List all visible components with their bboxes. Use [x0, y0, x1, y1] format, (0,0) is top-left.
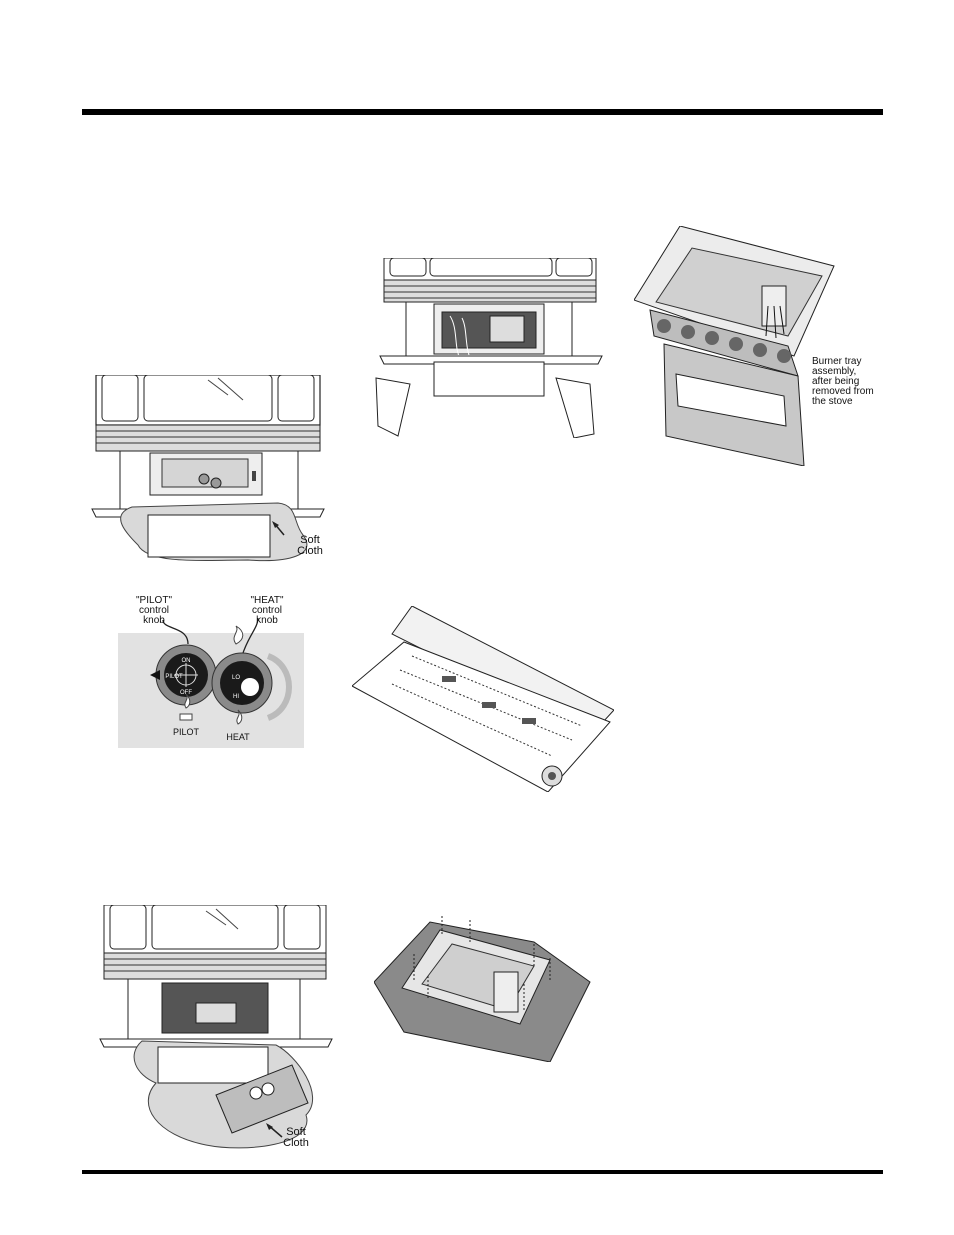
pilot-knob-on-text: ON — [176, 656, 196, 667]
pilot-knob-pilot-text: PILOT — [164, 672, 184, 683]
burner-tray-screws-figure — [374, 912, 594, 1062]
heat-callout-line3: knob — [238, 616, 296, 626]
soft-cloth-label-line2: Cloth — [290, 546, 330, 557]
stove-access-open-illustration — [368, 258, 613, 438]
heat-knob-hi-text: HI — [228, 692, 244, 703]
header-rule — [82, 109, 883, 115]
soft-cloth-label-2-line2: Cloth — [276, 1138, 316, 1149]
burner-tray-assembly-figure: Burner tray assembly, after being remove… — [634, 226, 884, 466]
burner-tray-caption: Burner tray assembly, after being remove… — [812, 357, 884, 407]
soft-cloth-label-1: Soft Cloth — [290, 535, 330, 557]
heat-callout: "HEAT" control knob — [238, 596, 296, 626]
stove-panel-removed-figure: Soft Cloth — [96, 905, 341, 1160]
burner-tray-assembly-illustration — [634, 226, 884, 466]
stove-access-open-figure — [368, 258, 613, 438]
burner-assembly-illustration — [352, 606, 614, 792]
pilot-knob-off-text: OFF — [176, 688, 196, 699]
control-knobs-figure: "PILOT" control knob "HEAT" control knob… — [118, 596, 304, 748]
soft-cloth-label-2: Soft Cloth — [276, 1127, 316, 1149]
footer-rule — [82, 1170, 883, 1174]
heat-knob-lo-text: LO — [228, 673, 244, 684]
pilot-setting-label: PILOT — [166, 727, 206, 738]
stove-panel-removed-illustration — [96, 905, 341, 1160]
pilot-callout: "PILOT" control knob — [124, 596, 184, 626]
heat-setting-label: HEAT — [218, 732, 258, 743]
burner-tray-caption-line5: the stove — [812, 397, 884, 407]
stove-front-soft-cloth-figure: Soft Cloth — [88, 375, 333, 570]
pilot-callout-line3: knob — [124, 616, 184, 626]
burner-assembly-figure — [352, 606, 614, 792]
burner-tray-screws-illustration — [374, 912, 594, 1062]
